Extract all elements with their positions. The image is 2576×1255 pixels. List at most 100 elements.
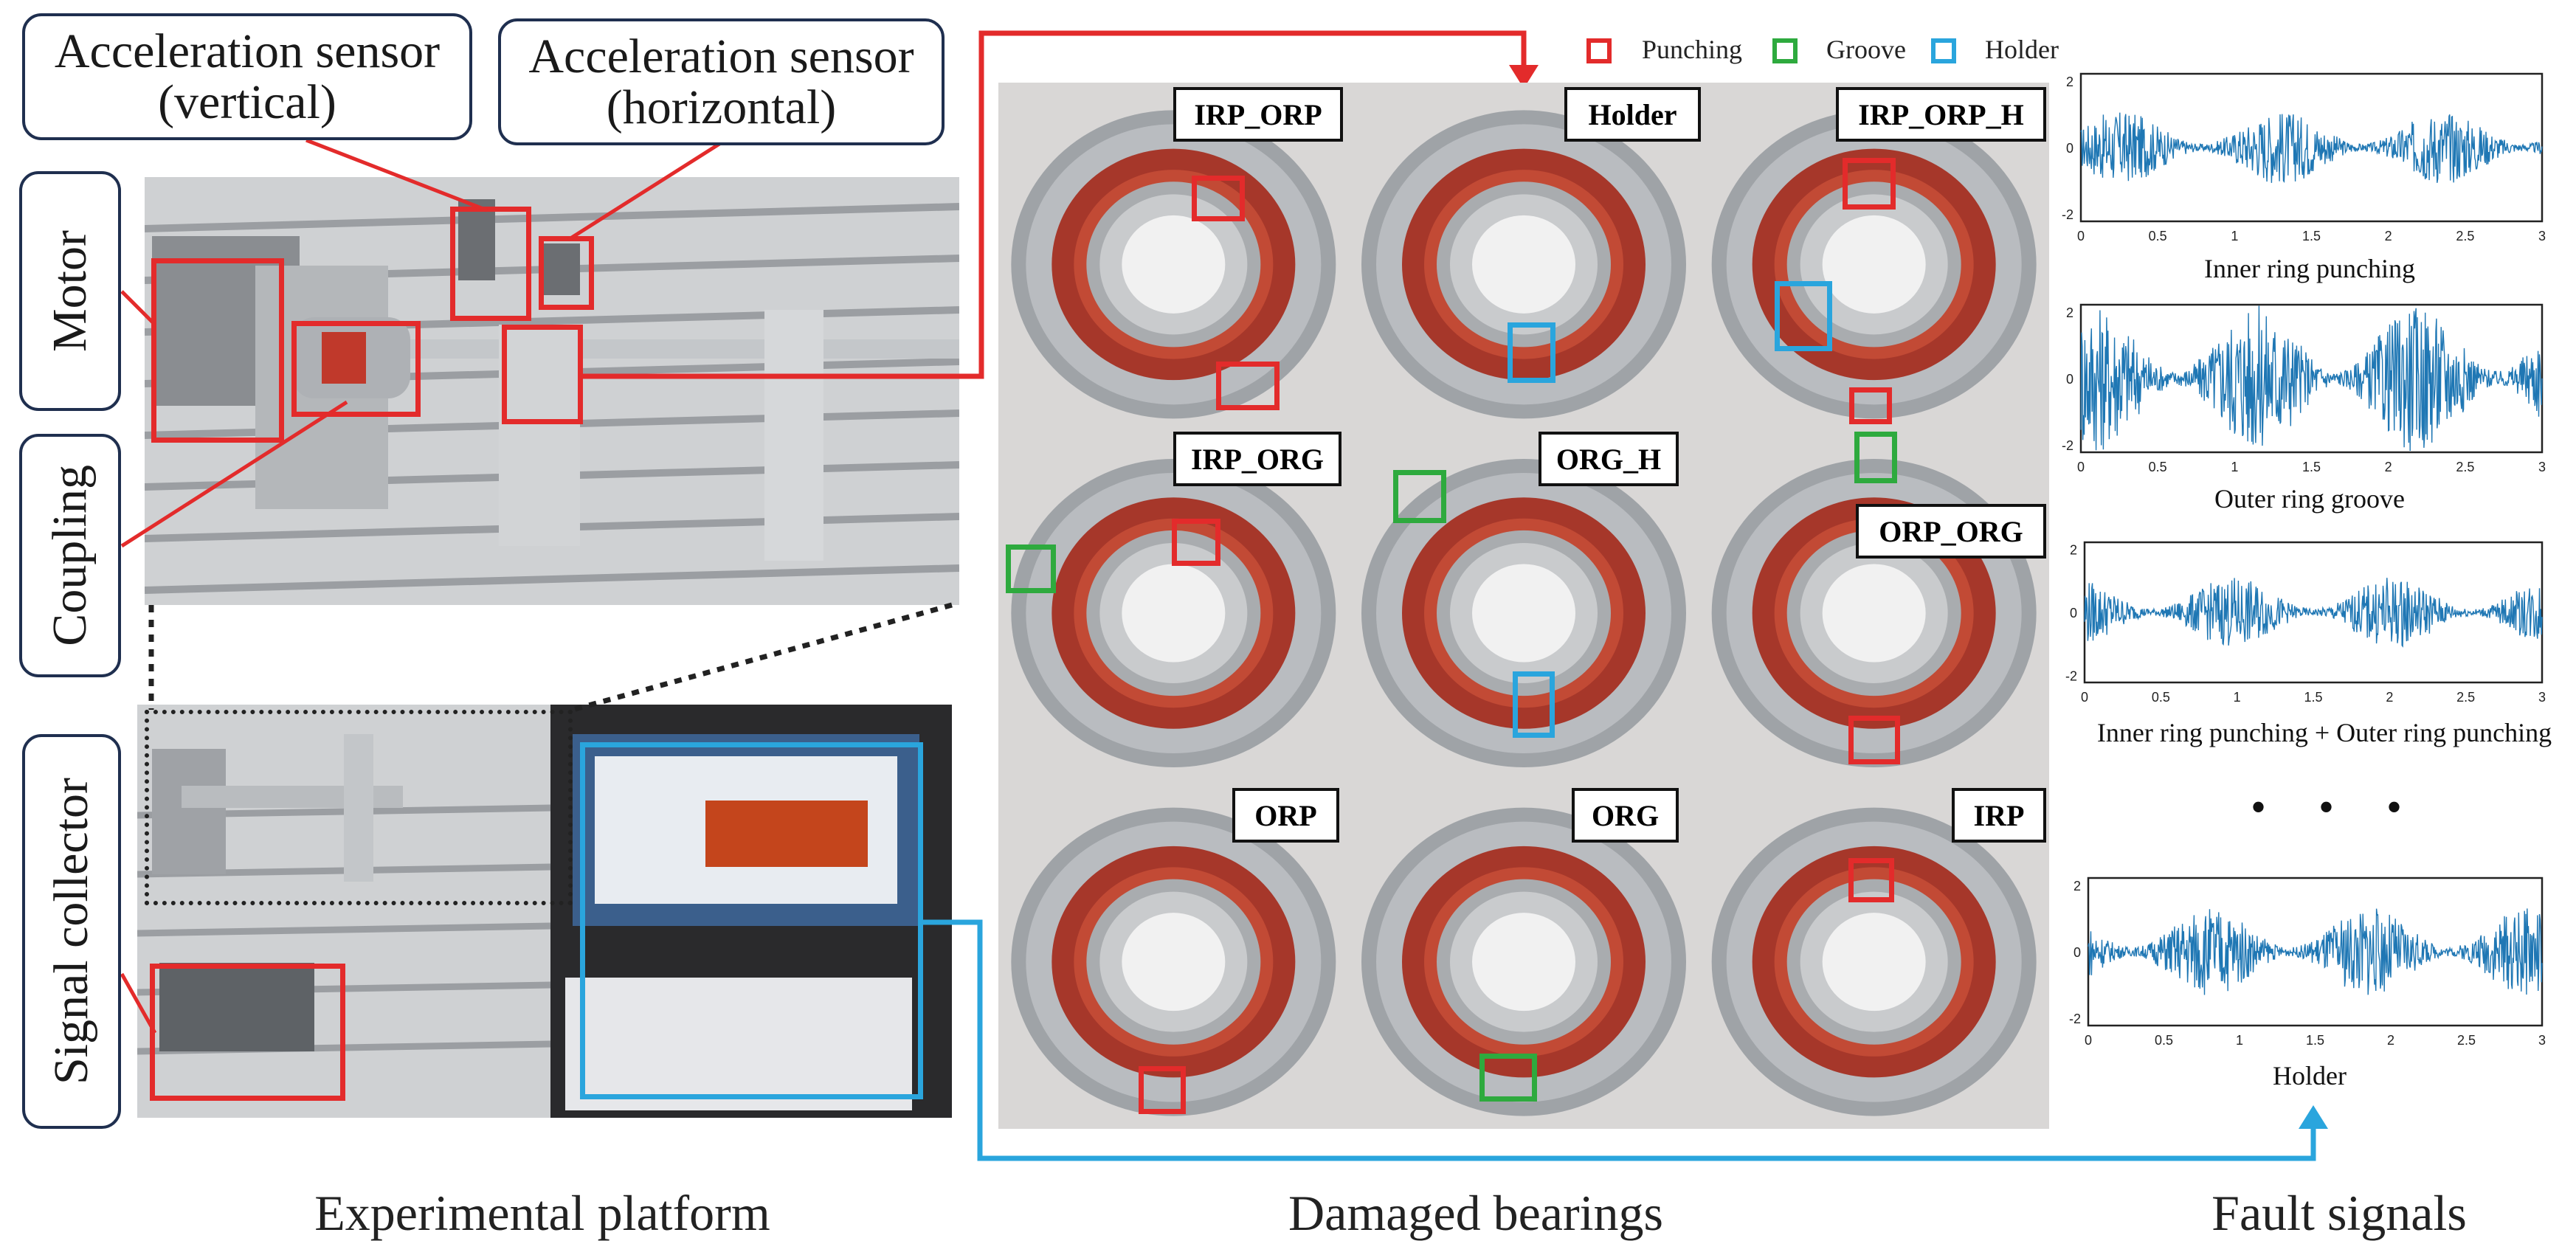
defect-punching-marker (1849, 387, 1892, 424)
signal-waveform (2084, 578, 2543, 648)
defect-groove-marker (1393, 470, 1446, 523)
signal-xtick-label: 0 (2081, 690, 2088, 705)
signal-xtick-label: 2.5 (2456, 229, 2474, 243)
signal-ytick-label: 0 (2066, 372, 2073, 387)
signal-xtick-label: 1 (2231, 229, 2238, 243)
signal-plot: 2 0 -2 0 0.5 1 1.5 2 2.5 3 (2069, 877, 2546, 1048)
signal-ytick-label: 0 (2070, 606, 2077, 620)
signal-xtick-label: 0 (2085, 1033, 2092, 1048)
signal-xtick-label: 1.5 (2304, 690, 2322, 705)
callout-signal-collector: Signal collector (22, 734, 121, 1129)
signal-ytick-label: -2 (2069, 1012, 2081, 1026)
bearing-illustration (1011, 459, 1336, 767)
callout-coupling-text: Coupling (43, 465, 97, 646)
bearing-label-holder: Holder (1564, 87, 1701, 142)
signal-ytick-label: 0 (2073, 945, 2081, 960)
bearing-label-irp-orp-h: IRP_ORP_H (1836, 87, 2046, 142)
bearing-label-orp-org: ORP_ORG (1856, 504, 2046, 559)
signal-xtick-label: 1.5 (2302, 229, 2321, 243)
signal-waveform (2080, 305, 2543, 452)
bearing-illustration (1711, 110, 2037, 419)
laptop-marker (580, 742, 923, 1099)
signal-xtick-label: 3 (2538, 460, 2546, 474)
defect-groove-marker (1006, 544, 1056, 593)
legend-holder-label: Holder (1985, 35, 2059, 64)
signal-xtick-label: 3 (2538, 1033, 2546, 1048)
bearing-illustration (1361, 110, 1686, 419)
legend-punching-swatch (1586, 38, 1612, 63)
defect-punching-marker (1216, 362, 1280, 410)
callout-sensor-vertical: Acceleration sensor (vertical) (22, 13, 472, 140)
bearing-label-irp-org: IRP_ORG (1173, 432, 1341, 486)
signal-caption-inner-outer-punching: Inner ring punching + Outer ring punchin… (2096, 718, 2552, 747)
callout-motor-text: Motor (43, 230, 97, 352)
signal-xtick-label: 0 (2077, 460, 2085, 474)
signal-xtick-label: 0.5 (2149, 460, 2167, 474)
signal-xtick-label: 2.5 (2456, 690, 2475, 705)
legend-groove-swatch (1772, 38, 1798, 63)
signal-xtick-label: 1 (2236, 1033, 2243, 1048)
signal-caption-holder: Holder (2273, 1061, 2347, 1090)
vertical-sensor-marker (450, 207, 531, 321)
legend-punching-label: Punching (1642, 35, 1743, 64)
signal-ytick-label: 2 (2073, 879, 2081, 893)
signal-waveform (2088, 908, 2543, 995)
defect-groove-marker (1854, 432, 1897, 483)
bearing-label-orp: ORP (1232, 788, 1339, 843)
bearing-label-irp-orp: IRP_ORP (1173, 87, 1343, 142)
signal-xtick-label: 1.5 (2306, 1033, 2324, 1048)
signal-collector-marker (150, 964, 345, 1101)
signal-waveform (2080, 112, 2543, 183)
defect-punching-marker (1848, 858, 1894, 902)
bearing-illustration (1361, 459, 1686, 767)
callout-collector-text: Signal collector (44, 778, 99, 1085)
callout-sensor-vertical-text: Acceleration sensor (vertical) (54, 24, 441, 129)
motor-marker (151, 258, 284, 443)
signal-xtick-label: 2.5 (2457, 1033, 2476, 1048)
callout-motor: Motor (19, 171, 121, 411)
defect-punching-marker (1848, 716, 1900, 764)
callout-sensor-horizontal: Acceleration sensor (horizontal) (498, 18, 945, 145)
signal-ytick-label: -2 (2062, 438, 2073, 453)
callout-coupling: Coupling (19, 434, 121, 677)
signal-plot: 2 0 -2 0 0.5 1 1.5 2 2.5 3 (2062, 303, 2546, 474)
defect-punching-marker (1843, 158, 1896, 210)
caption-experimental-platform: Experimental platform (314, 1185, 770, 1241)
signal-xtick-label: 0 (2077, 229, 2085, 243)
signal-xtick-label: 1.5 (2302, 460, 2321, 474)
defect-punching-marker (1172, 519, 1220, 566)
test-rig-photo (145, 177, 959, 605)
coupling-marker (291, 321, 421, 417)
bearing-illustration (1361, 807, 1686, 1116)
data-acquisition-photo (137, 705, 952, 1118)
signal-ytick-label: 2 (2066, 305, 2073, 320)
defect-punching-marker (1192, 176, 1245, 221)
caption-fault-signals: Fault signals (2211, 1185, 2467, 1241)
defect-punching-marker (1139, 1066, 1186, 1114)
signal-xtick-label: 3 (2538, 690, 2546, 705)
bearings-photo-grid (998, 83, 2049, 1129)
zoom-box-dotted (145, 710, 573, 905)
signal-caption-inner-ring: Inner ring punching (2204, 254, 2415, 283)
defect-groove-marker (1479, 1054, 1537, 1102)
signal-ytick-label: 2 (2066, 75, 2073, 89)
caption-damaged-bearings: Damaged bearings (1288, 1185, 1663, 1241)
defect-holder-marker (1513, 671, 1555, 738)
signal-xtick-label: 2 (2387, 1033, 2394, 1048)
signal-xtick-label: 2.5 (2456, 460, 2474, 474)
bearing-illustration (1711, 807, 2037, 1116)
horizontal-sensor-marker (539, 236, 594, 310)
signal-xtick-label: 2 (2385, 460, 2392, 474)
bearing-seat-marker (502, 325, 583, 424)
signal-plot-frame (2087, 877, 2544, 1027)
legend-groove-label: Groove (1826, 35, 1906, 64)
defect-holder-marker (1508, 322, 1555, 383)
signal-xtick-label: 1 (2231, 460, 2238, 474)
bearing-illustration (1011, 110, 1336, 419)
signal-xtick-label: 0.5 (2155, 1033, 2173, 1048)
